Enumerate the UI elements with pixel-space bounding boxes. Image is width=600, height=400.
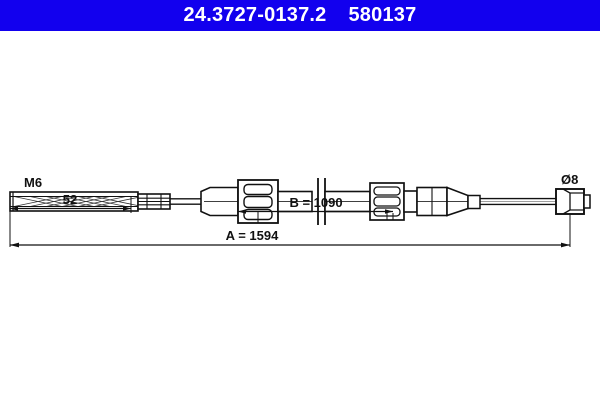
- bracket-slot-top: [243, 183, 273, 196]
- technical-drawing-canvas: M6 Ø8 52 B = 1090 A = 159: [0, 31, 600, 400]
- nipple-end-stub: [583, 194, 591, 209]
- nipple-inner-curve-left: [562, 188, 571, 215]
- dimA-arrow-left: [10, 242, 19, 248]
- ribbed-clevis-connector: [137, 193, 171, 210]
- barrel-nipple-end-fitting: [555, 188, 591, 215]
- title-bar: 24.3727-0137.2 580137: [0, 0, 600, 31]
- leader-ticks: [257, 211, 571, 227]
- dimension-thread-length: [9, 196, 132, 213]
- dimA-arrow-right: [561, 242, 570, 248]
- part-number-label: 24.3727-0137.2: [183, 4, 327, 26]
- cable-assembly-drawing: M6 Ø8 52 B = 1090 A = 159: [9, 172, 591, 248]
- inner-cable-right-run: [480, 197, 556, 206]
- inner-cable-left-run: [170, 198, 201, 205]
- dimension-overall-length-text: A = 1594: [226, 228, 279, 243]
- dimension-overall-length: [9, 213, 571, 248]
- dimension-thread-length-text: 52: [63, 192, 77, 207]
- sheath-segment-c: [416, 186, 481, 217]
- collar-body: [403, 190, 418, 213]
- shoulder-collar: [403, 190, 418, 213]
- dimension-sheath-length-text: B = 1090: [289, 195, 342, 210]
- tapered-sheath-entry: [200, 186, 239, 217]
- diameter-spec-label: Ø8: [561, 172, 578, 187]
- dimension-sheath-length: [237, 209, 394, 223]
- reference-number-label: 580137: [348, 4, 417, 26]
- thread-spec-label: M6: [24, 175, 42, 190]
- dimB-arrow-left: [238, 209, 246, 214]
- adjuster-rib-middle: [373, 196, 401, 207]
- bracket-slot-middle: [243, 195, 273, 209]
- dim52-arrow-left: [10, 206, 18, 211]
- thread-hatching: [13, 196, 139, 207]
- title-bar-text-group: 24.3727-0137.2 580137: [184, 4, 417, 27]
- threaded-rod-m6: [9, 191, 139, 212]
- dim52-arrow-right: [123, 206, 131, 211]
- cone-tip-collar: [467, 194, 481, 210]
- adjuster-rib-top: [373, 186, 401, 196]
